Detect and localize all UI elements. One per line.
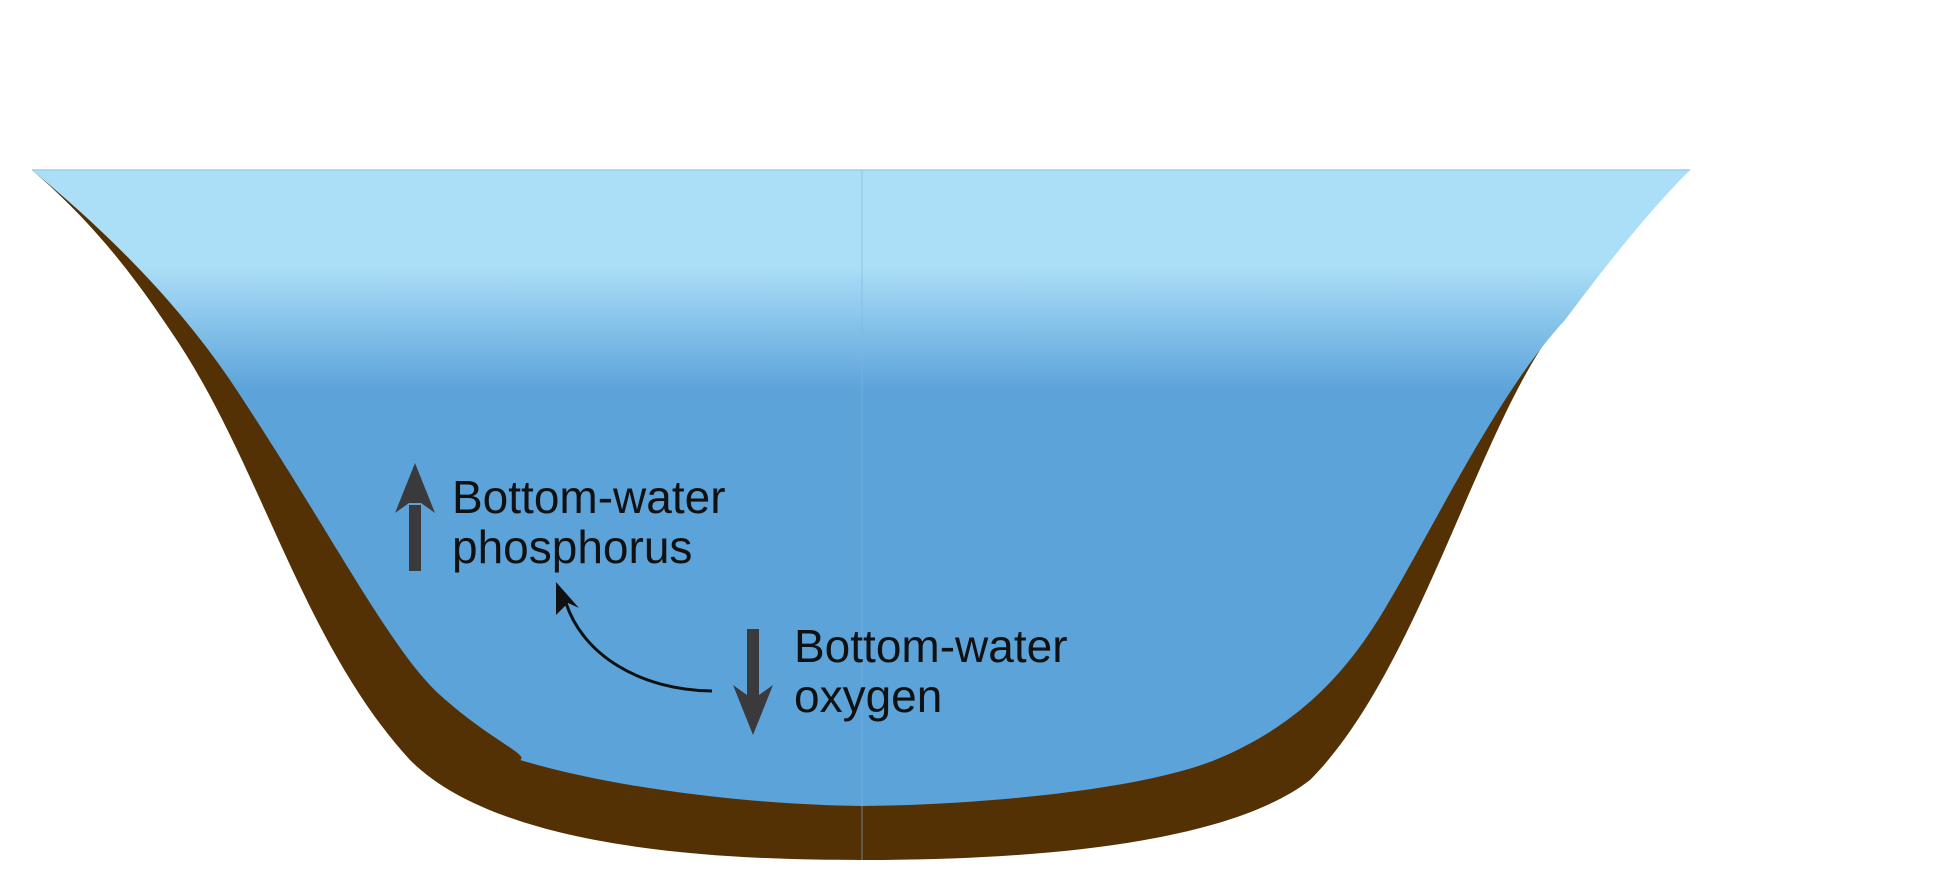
phosphorus-label-line2: phosphorus (452, 521, 692, 573)
curved-arrow-shaft (564, 602, 713, 693)
arrow-down-icon (733, 629, 773, 735)
phosphorus-label: Bottom-water phosphorus (452, 471, 738, 573)
oxygen-label-line1: Bottom-water (794, 620, 1068, 672)
curved-arrow-icon (556, 582, 713, 693)
phosphorus-label-line1: Bottom-water (452, 471, 726, 523)
arrow-up-icon (395, 463, 435, 571)
water-body (32, 170, 1690, 806)
oxygen-label-line2: oxygen (794, 670, 942, 722)
oxygen-label: Bottom-water oxygen (794, 620, 1080, 722)
curved-arrow-head (556, 582, 579, 615)
